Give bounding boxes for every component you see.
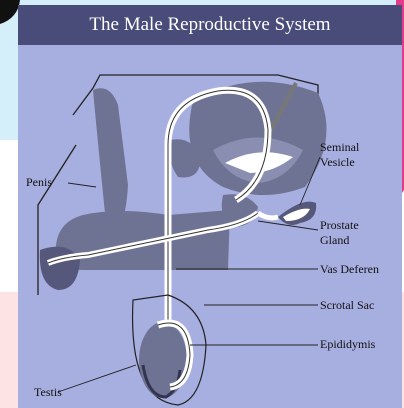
leader-penis xyxy=(68,183,96,187)
label-prostate-line2: Gland xyxy=(320,234,349,247)
leader-testis xyxy=(58,365,136,392)
label-vas-deferens: Vas Deferen xyxy=(320,263,379,276)
title-bar: The Male Reproductive System xyxy=(18,5,402,45)
label-seminal-vesicle-line2: Vesicle xyxy=(320,156,355,169)
rectum xyxy=(93,88,128,225)
diagram-title: The Male Reproductive System xyxy=(18,5,402,45)
diagram-panel: The Male Reproductive System xyxy=(18,5,402,408)
penis-glans xyxy=(40,247,80,290)
label-prostate-line1: Prostate xyxy=(320,219,359,232)
penis-shaft xyxy=(56,210,230,270)
label-seminal-vesicle-line1: Seminal xyxy=(320,141,359,154)
seminal-duct xyxy=(258,213,278,218)
label-scrotal-sac: Scrotal Sac xyxy=(320,299,374,312)
label-testis: Testis xyxy=(34,386,62,399)
label-penis: Penis xyxy=(26,176,52,189)
label-epididymis: Epididymis xyxy=(320,338,375,351)
